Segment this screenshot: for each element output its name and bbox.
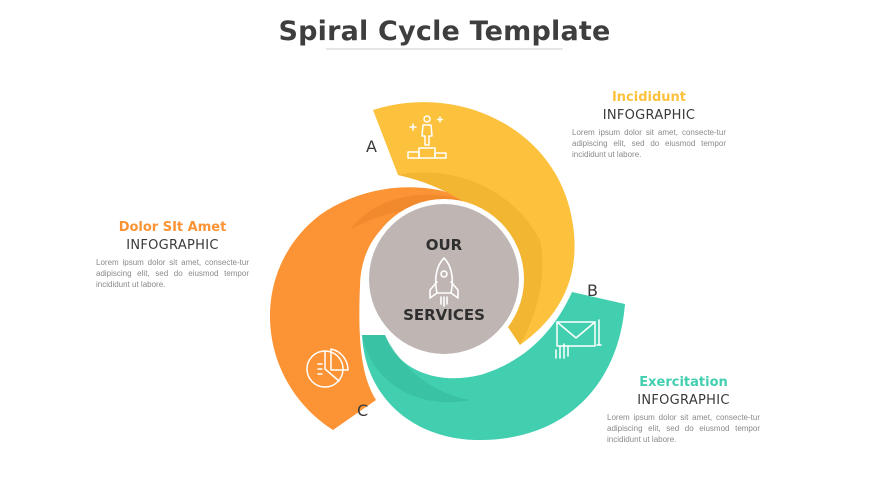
segment-b-heading: Exercitation — [639, 375, 728, 390]
envelope-hand-icon — [555, 319, 602, 359]
segment-b-subheading: INFOGRAPHIC — [637, 393, 730, 408]
rocket-icon — [429, 257, 459, 307]
page-title: Spiral Cycle Template — [278, 16, 611, 47]
segment-a-text-block: Incididunt INFOGRAPHIC Lorem ipsum dolor… — [572, 90, 726, 160]
center-label-our: OUR — [425, 236, 463, 254]
segment-b-shape — [362, 292, 625, 441]
segment-c-subheading: INFOGRAPHIC — [126, 238, 219, 253]
segment-b-text-block: Exercitation INFOGRAPHIC Lorem ipsum dol… — [607, 375, 760, 445]
segment-a-letter: A — [366, 137, 377, 156]
segment-b-description: Lorem ipsum dolor sit amet, consecte-tur… — [607, 413, 760, 444]
segment-b-letter: B — [587, 281, 598, 300]
podium-person-icon — [407, 115, 447, 159]
segment-a-heading: Incididunt — [611, 90, 687, 105]
segment-c-description: Lorem ipsum dolor sit amet, consecte-tur… — [96, 258, 249, 289]
segment-a-description: Lorem ipsum dolor sit amet, consecte-tur… — [572, 128, 726, 159]
pie-chart-icon — [306, 348, 349, 388]
segment-b-shade — [362, 335, 470, 403]
segment-c-text-block: Dolor SIt Amet INFOGRAPHIC Lorem ipsum d… — [96, 220, 249, 290]
segment-c-heading: Dolor SIt Amet — [118, 220, 227, 235]
center-circle-fill — [369, 204, 519, 354]
segment-c-letter: C — [357, 401, 369, 420]
title-underline — [326, 48, 563, 50]
center-label-services: SERVICES — [403, 306, 485, 324]
segment-a-subheading: INFOGRAPHIC — [602, 108, 696, 123]
segment-c-shape — [270, 187, 487, 430]
